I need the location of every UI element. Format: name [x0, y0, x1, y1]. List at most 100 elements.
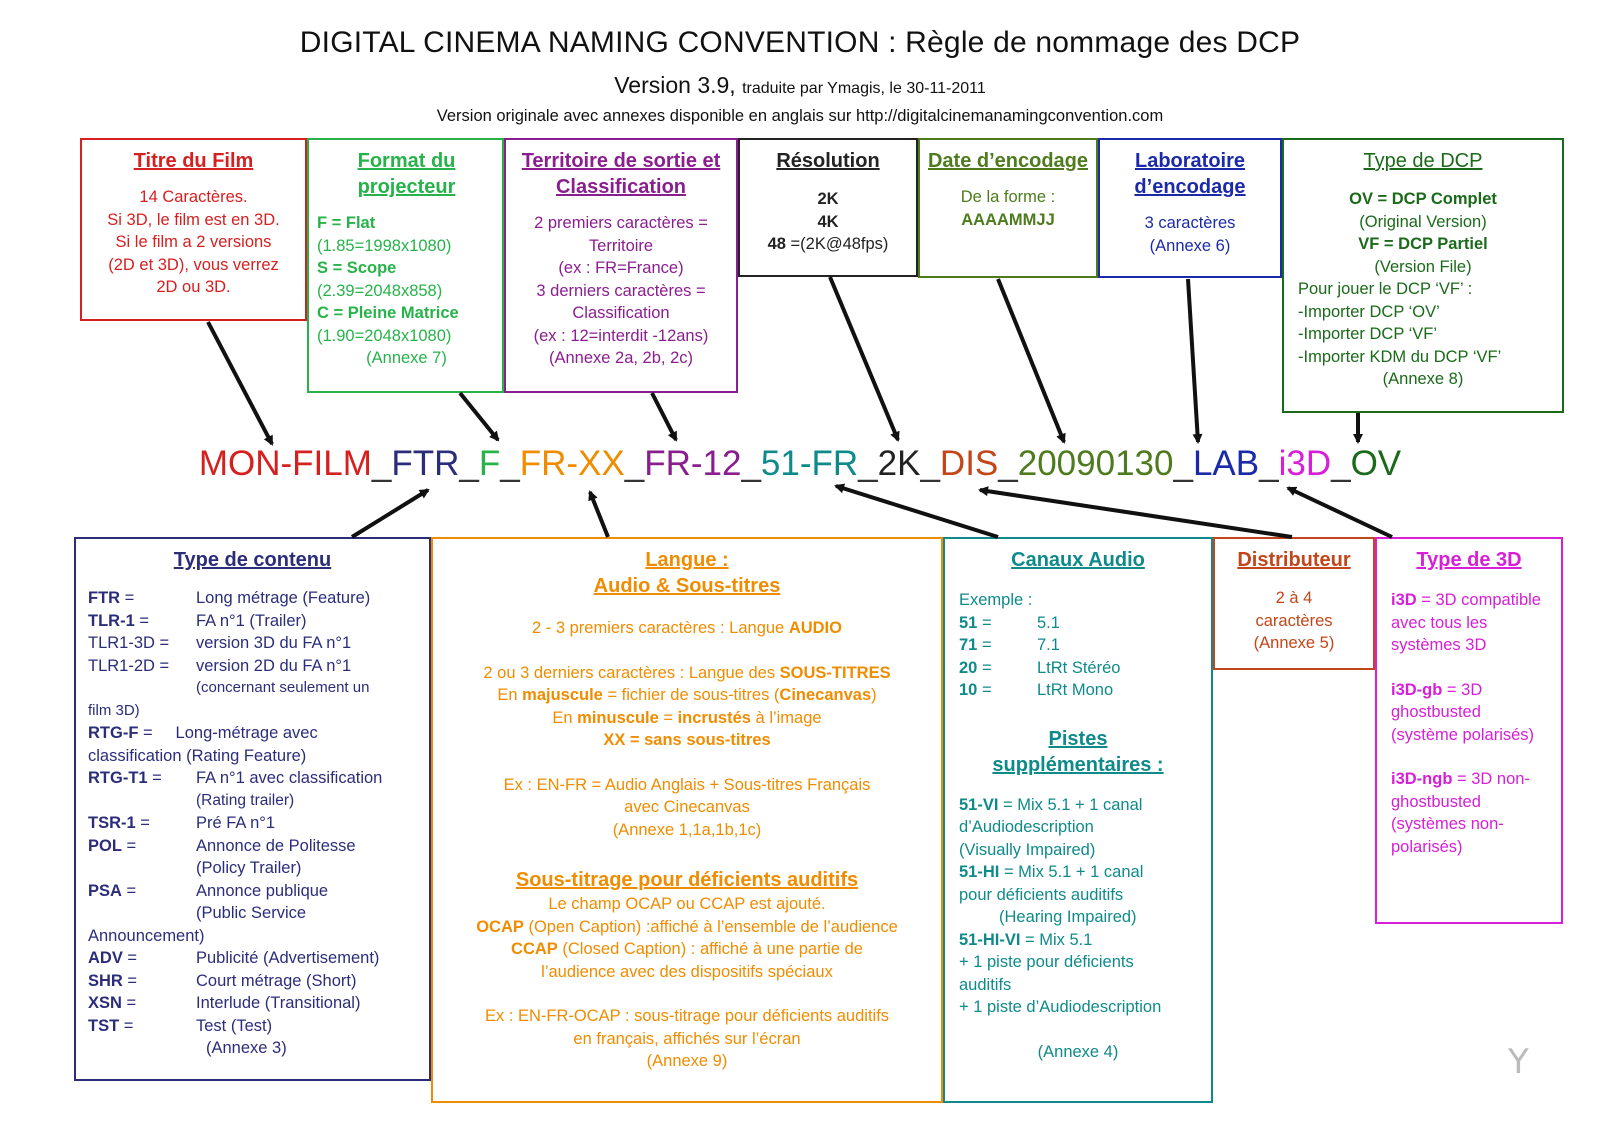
- arrow-date: [996, 278, 1066, 444]
- box-line: 3 derniers caractères =: [536, 281, 706, 300]
- audio-hi: 51-HI = Mix 5.1 + 1 canal: [959, 863, 1144, 881]
- content-desc: Publicité (Advertisement): [196, 949, 380, 967]
- box-heading: Format du projecteur: [357, 150, 456, 198]
- res-48-code: 48: [767, 235, 786, 253]
- code-segment: DIS: [939, 444, 999, 483]
- content-code: ADV =: [88, 949, 138, 967]
- content-code: FTR =: [88, 589, 135, 607]
- lang-annex: (Annexe 1,1a,1b,1c): [612, 820, 762, 839]
- caption-ccap: CCAP (Closed Caption) : affiché à une pa…: [511, 940, 863, 958]
- box-film-title: Titre du Film 14 Caractères. Si 3D, le f…: [80, 138, 307, 321]
- code-segment: FTR: [391, 444, 460, 483]
- code-separator: _: [920, 444, 940, 483]
- audio-hi: pour déficients auditifs: [959, 885, 1124, 904]
- box-line: (ex : FR=France): [558, 259, 684, 277]
- box-heading: Titre du Film: [133, 150, 254, 172]
- version-label: Version 3.9,: [614, 72, 736, 98]
- code-segment: FR-12: [644, 444, 742, 483]
- box-heading: Distributeur: [1237, 549, 1351, 571]
- box-3d-type: Type de 3D i3D = 3D compatible avec tous…: [1375, 537, 1563, 924]
- caption-ocap: OCAP (Open Caption) :affiché à l’ensembl…: [476, 917, 898, 936]
- format-flat-note: (1.85=1998x1080): [317, 236, 452, 255]
- lang-subtitles: 2 ou 3 derniers caractères : Langue des …: [483, 663, 891, 682]
- content-note: (Public Service: [196, 904, 307, 922]
- lang-example: Ex : EN-FR = Audio Anglais + Sous-titres…: [503, 775, 871, 794]
- content-desc: FA n°1 avec classification: [196, 769, 383, 787]
- box-line: Si le film a 2 versions: [115, 233, 272, 251]
- dcp-ov-note: (Original Version): [1359, 212, 1487, 231]
- content-note: Announcement): [88, 926, 205, 945]
- content-note: (Policy Trailer): [196, 859, 302, 877]
- original-version-note: Version originale avec annexes disponibl…: [436, 107, 1164, 125]
- 3d-i3d-gb: i3D-gb = 3D ghostbusted (système polaris…: [1391, 680, 1535, 744]
- code-segment: MON-FILM: [198, 444, 372, 483]
- date-line: De la forme :: [960, 188, 1056, 206]
- naming-example: MON-FILM_FTR_F_FR-XX_FR-12_51-FR_2K_DIS_…: [0, 442, 1600, 486]
- code-segment: OV: [1350, 444, 1402, 483]
- content-desc: Long métrage (Feature): [196, 589, 371, 607]
- content-annex: (Annexe 3): [206, 1039, 287, 1057]
- arrow-resolution: [828, 276, 900, 442]
- content-code: XSN =: [88, 994, 137, 1012]
- box-line: 14 Caractères.: [139, 188, 248, 206]
- code-separator: _: [459, 444, 479, 483]
- content-desc: Pré FA n°1: [196, 814, 276, 832]
- box-encoding-lab: Laboratoire d’encodage 3 caractères (Ann…: [1098, 138, 1282, 278]
- content-desc: Test (Test): [196, 1016, 273, 1035]
- page-title: DIGITAL CINEMA NAMING CONVENTION : Règle…: [299, 26, 1301, 59]
- dcp-step-3: -Importer KDM du DCP ‘VF’: [1298, 347, 1502, 366]
- arrow-distributor: [978, 486, 1293, 539]
- res-2k: 2K: [817, 190, 839, 208]
- box-line: (Annexe 2a, 2b, 2c): [548, 349, 693, 367]
- audio-vi: (Visually Impaired): [959, 840, 1096, 859]
- audio-hivi: 51-HI-VI = Mix 5.1: [959, 930, 1093, 949]
- arrow-content: [350, 488, 430, 539]
- code-separator: _: [741, 444, 761, 483]
- box-audio-channels: Canaux Audio Exemple : 51 =5.1 71 =7.1 2…: [943, 537, 1213, 1103]
- date-format: AAAAMMJJ: [961, 210, 1055, 229]
- content-desc: Annonce publique: [196, 881, 329, 900]
- dcp-step-1: -Importer DCP ‘OV’: [1298, 302, 1440, 321]
- box-line: (ex : 12=interdit -12ans): [533, 326, 709, 345]
- content-desc: Annonce de Politesse: [196, 836, 356, 855]
- code-segment: 2K: [877, 444, 921, 483]
- box-distributor: Distributeur 2 à 4 caractères (Annexe 5): [1213, 537, 1375, 670]
- audio-hi: (Hearing Impaired): [999, 908, 1137, 926]
- caption-annex: (Annexe 9): [646, 1052, 728, 1070]
- format-full-note: (1.90=2048x1080): [317, 326, 452, 345]
- content-row: TSR-1 =Pré FA n°1: [88, 812, 417, 835]
- content-note: (concernant seulement un: [196, 679, 370, 696]
- content-code: RTG-F: [88, 724, 139, 742]
- arrow-audio: [834, 483, 999, 539]
- content-code: PSA =: [88, 881, 137, 900]
- 3d-i3d: i3D = 3D compatible avec tous les systèm…: [1391, 591, 1541, 654]
- content-row: TLR1-2D =version 2D du FA n°1: [88, 655, 417, 678]
- content-code: SHR =: [88, 971, 138, 990]
- box-resolution: Résolution 2K 4K 48 =(2K@48fps): [738, 138, 918, 277]
- arrow-lab: [1186, 278, 1203, 444]
- audio-row: 10 =LtRt Mono: [959, 681, 1114, 699]
- content-desc: = Long-métrage avec: [138, 724, 318, 742]
- code-segment: 51-FR: [760, 444, 859, 483]
- box-line: 2 premiers caractères =: [534, 214, 708, 232]
- content-row: RTG-T1 =FA n°1 avec classification: [88, 767, 417, 790]
- content-row: POL = Annonce de Politesse: [88, 835, 417, 858]
- audio-hivi: auditifs: [959, 975, 1012, 994]
- content-desc: Court métrage (Short): [196, 971, 357, 990]
- arrow-title: [206, 321, 274, 446]
- audio-hivi: + 1 piste d’Audiodescription: [959, 998, 1162, 1016]
- code-segment: FR-XX: [519, 444, 625, 483]
- caption-example: en français, affichés sur l’écran: [573, 1029, 801, 1048]
- code-segment: i3D: [1278, 444, 1332, 483]
- caption-line: l’audience avec des dispositifs spéciaux: [541, 962, 833, 981]
- translation-credit: traduite par Ymagis, le 30-11-2011: [742, 80, 986, 97]
- dist-line: caractères: [1255, 611, 1333, 630]
- content-code: TLR-1 =: [88, 611, 149, 630]
- version-line: Version 3.9, traduite par Ymagis, le 30-…: [0, 72, 1600, 99]
- audio-example: Exemple :: [959, 591, 1033, 609]
- dcp-step-2: -Importer DCP ‘VF’: [1298, 325, 1438, 343]
- content-row: XSN =Interlude (Transitional): [88, 992, 417, 1015]
- arrow-language: [588, 490, 610, 538]
- content-code: POL =: [88, 836, 137, 855]
- res-48-desc: =(2K@48fps): [785, 235, 889, 253]
